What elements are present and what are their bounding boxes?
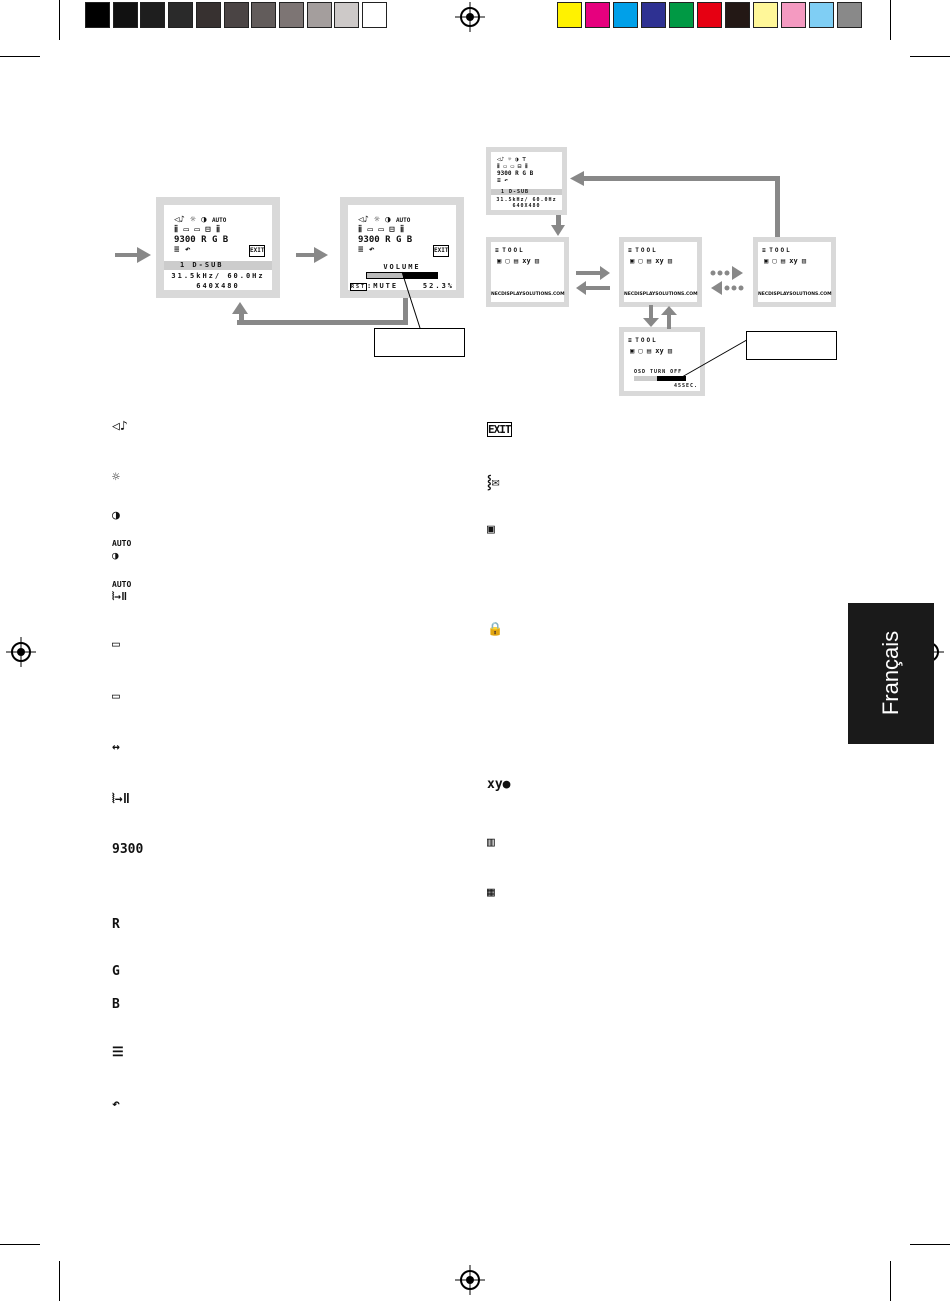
color-swatch <box>557 2 582 28</box>
color-swatch <box>781 2 806 28</box>
callout-box <box>374 328 465 357</box>
label-r-icon: R <box>112 917 120 932</box>
auto-contrast-icon: AUTO◑ <box>112 539 132 563</box>
gray-swatch <box>362 2 387 28</box>
language-icon: ⸾✉ <box>487 475 500 490</box>
osd-lockout-icon: 🔒 <box>487 622 504 637</box>
color-swatch <box>837 2 862 28</box>
arrows-up-down-icon <box>643 305 677 329</box>
gray-swatch <box>85 2 110 28</box>
arrow-right-icon <box>296 247 328 263</box>
color-swatch <box>613 2 638 28</box>
osd-volume-menu: ◁♪ ☼ ◑ AUTO ⅱ ▭ ▭ ⊟ ⅱ 9300 R G B ≡ ↶ EXI… <box>340 197 464 298</box>
arrows-left-right-icon <box>576 266 610 295</box>
osd-position-icon: ▣ <box>487 522 495 537</box>
gray-swatch <box>223 2 249 28</box>
brightness-icon: ☼ <box>112 470 120 485</box>
color-swatch <box>585 2 610 28</box>
color-control-icon: 9300 <box>112 842 144 857</box>
crop-mark <box>59 1261 60 1301</box>
crop-mark <box>0 1244 40 1245</box>
arrow-right-icon <box>115 247 151 263</box>
color-swatch <box>753 2 778 28</box>
down-up-icon: ▭ <box>112 689 120 704</box>
gray-swatch <box>278 2 304 28</box>
crop-mark <box>0 56 40 57</box>
osd-main-menu: ◁♪ ☼ ◑ AUTO ⅱ ▭ ▭ ⊟ ⅱ 9300 R G B ≡ ↶ EXI… <box>156 197 280 298</box>
osd-tool-menu: ≡ TOOL▣ ▢ ▤ xy ▥NECDISPLAYSOLUTIONS.COM <box>753 237 836 307</box>
osd-tool-menu: ≡ TOOL▣ ▢ ▤ xy ▥NECDISPLAYSOLUTIONS.COM <box>619 237 702 307</box>
factory-preset-icon: ↶ <box>112 1097 120 1112</box>
volume-icon: ◁♪ <box>112 419 128 434</box>
contrast-icon: ◑ <box>112 508 120 523</box>
gray-swatch <box>334 2 360 28</box>
h-size-icon: ↔ <box>112 740 120 755</box>
resolution-notifier-icon: xy● <box>487 777 511 792</box>
gray-swatch <box>140 2 166 28</box>
gray-swatch <box>306 2 332 28</box>
color-swatch <box>725 2 750 28</box>
callout-box <box>746 331 837 360</box>
tool-icon: ☰ <box>112 1045 124 1060</box>
language-label: Français <box>878 630 903 716</box>
color-swatch <box>669 2 694 28</box>
label-g-icon: G <box>112 964 120 979</box>
monitor-info-icon: ▦ <box>487 885 495 900</box>
crop-mark <box>910 56 950 57</box>
color-swatch <box>641 2 666 28</box>
registration-mark-icon <box>455 2 485 32</box>
dotted-arrows-icon <box>710 266 744 295</box>
registration-mark-icon <box>455 1265 485 1295</box>
hot-key-icon: ▥ <box>487 835 495 850</box>
gray-swatch <box>168 2 194 28</box>
registration-mark-icon <box>6 637 36 667</box>
osd-tool-menu: ≡ TOOL▣ ▢ ▤ xy ▥NECDISPLAYSOLUTIONS.COM <box>486 237 569 307</box>
left-right-icon: ▭ <box>112 637 120 652</box>
gray-swatch <box>112 2 138 28</box>
crop-mark <box>59 0 60 40</box>
color-swatch <box>697 2 722 28</box>
language-tab: Français <box>848 603 934 744</box>
crop-mark <box>910 1244 950 1245</box>
crop-mark <box>890 1261 891 1301</box>
gray-swatch <box>251 2 277 28</box>
crop-mark <box>890 0 891 40</box>
label-exit-icon: EXIT <box>487 422 512 437</box>
gray-swatch <box>195 2 221 28</box>
label-b-icon: B <box>112 997 120 1012</box>
osd-turn-off-bar[interactable] <box>634 376 686 381</box>
auto-adjust-icon: AUTO⦚→ǁ <box>112 580 132 604</box>
fine-icon: ⦚→ǁ <box>112 792 131 807</box>
return-arrow <box>237 320 408 325</box>
color-swatch <box>809 2 834 28</box>
